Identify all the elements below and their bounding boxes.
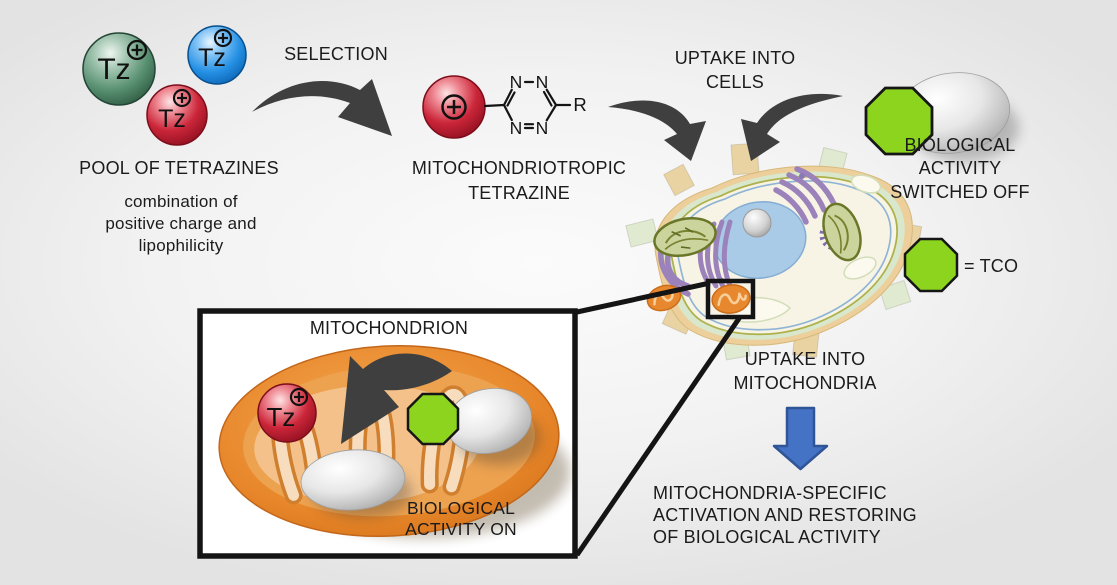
tz-sphere-blue: Tz (187, 25, 247, 85)
tetrazine-ring (483, 80, 572, 130)
golgi-stack-upper-right (773, 166, 837, 225)
plus-charge-icon (172, 88, 192, 108)
atom-n: N (536, 72, 549, 92)
uptake-cells-line: CELLS (705, 72, 765, 92)
selection-label: SELECTION (284, 44, 388, 64)
pool-subtitle-line: lipophilicity (138, 236, 224, 255)
zoom-highlight-square (705, 278, 756, 320)
mitochondriotropic-tetrazine: N N N N R (422, 72, 587, 139)
cell-mitochondrion-target (711, 284, 751, 314)
result-line: MITOCHONDRIA-SPECIFIC (653, 483, 887, 503)
cell-illustration (625, 142, 923, 361)
mitochondrion-detail-box: Tz (197, 308, 578, 559)
tetrazine-title-line: TETRAZINE (468, 183, 570, 203)
tz-label: Tz (158, 105, 186, 133)
green-organelle-right (822, 202, 862, 262)
caged-cargo-unit (864, 72, 1019, 162)
reaction-arrow-icon (341, 353, 452, 444)
result-line: ACTIVATION AND RESTORING (653, 505, 917, 525)
bio-off-line: SWITCHED OFF (890, 182, 1030, 202)
selection-arrow-icon (252, 79, 392, 136)
substituent-r: R (573, 94, 586, 115)
tz-label: Tz (267, 402, 296, 432)
callout-line-bottom (574, 315, 743, 557)
plus-charge-icon (213, 28, 233, 48)
green-organelle-left (653, 217, 717, 257)
bio-on-line: BIOLOGICAL (406, 498, 516, 518)
tz-sphere-red: Tz (146, 84, 208, 146)
vesicle-dot (799, 173, 805, 179)
tetrazine-title-line: MITOCHONDRIOTROPIC (411, 158, 627, 178)
vacuole (850, 174, 882, 194)
nucleolus (742, 208, 772, 238)
released-drug-ellipse (300, 449, 406, 511)
atom-n: N (510, 118, 523, 138)
down-arrow-icon (772, 406, 829, 471)
vacuole (843, 256, 877, 280)
callout-line-top (576, 280, 711, 315)
uptake-mito-line: MITOCHONDRIA (733, 373, 877, 393)
uptake-arrow-left-icon (608, 100, 706, 161)
tz-label: Tz (97, 53, 130, 86)
pool-title: POOL OF TETRAZINES (79, 158, 279, 178)
atom-n: N (536, 118, 549, 138)
uptake-arrow-right-icon (741, 93, 843, 161)
uptake-mito-line: UPTAKE INTO (744, 349, 866, 369)
tz-sphere-box: Tz (257, 383, 317, 443)
plus-charge-icon (126, 39, 148, 61)
tco-legend-octagon-icon (903, 237, 959, 293)
uptake-cells-line: UPTAKE INTO (674, 48, 796, 68)
result-line: OF BIOLOGICAL ACTIVITY (653, 527, 881, 547)
pool-subtitle-line: combination of (124, 192, 238, 211)
atom-n: N (510, 72, 523, 92)
bio-on-line: ACTIVITY ON (405, 519, 517, 539)
bio-off-line: BIOLOGICAL (904, 135, 1016, 155)
tco-octagon-icon (406, 392, 460, 446)
ring-atom-labels: N N N N R (510, 72, 587, 138)
tco-legend-label: = TCO (964, 256, 1019, 276)
mitochondrion-box-title: MITOCHONDRION (309, 318, 469, 338)
bio-off-line: ACTIVITY (918, 158, 1002, 178)
tco-octagon-icon (864, 86, 934, 156)
er-crescent (658, 247, 691, 297)
plus-charge-icon (289, 387, 309, 407)
tz-label: Tz (198, 44, 226, 72)
pool-subtitle-line: positive charge and (105, 214, 257, 233)
plus-charge-icon (441, 94, 467, 120)
tz-sphere-green: Tz (82, 32, 156, 106)
